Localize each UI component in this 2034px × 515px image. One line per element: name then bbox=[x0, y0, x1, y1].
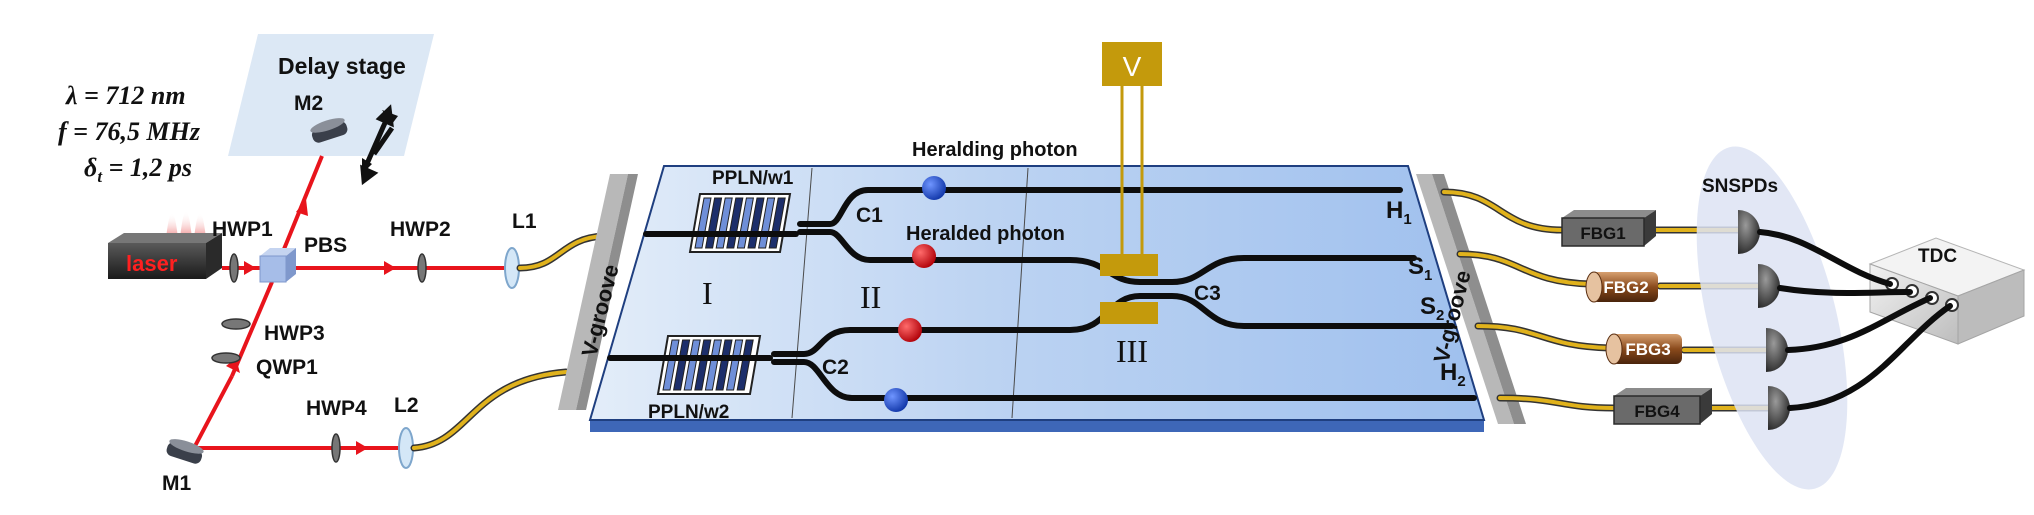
hwp2-label: HWP2 bbox=[390, 218, 451, 241]
poling-stripe bbox=[736, 339, 754, 391]
beam-arrows bbox=[226, 199, 396, 455]
l2-label: L2 bbox=[394, 394, 419, 417]
poling-stripe bbox=[694, 339, 712, 391]
delay-stage-label: Delay stage bbox=[278, 53, 406, 79]
qwp1-label: QWP1 bbox=[256, 356, 318, 379]
m1-label: M1 bbox=[162, 472, 191, 495]
poling-stripe bbox=[673, 339, 691, 391]
s1-label: S1 bbox=[1408, 253, 1432, 284]
mirror-m1: M1 bbox=[162, 439, 204, 495]
m2-label: M2 bbox=[294, 92, 323, 115]
hwp2: HWP2 bbox=[390, 218, 451, 283]
poling-stripe bbox=[662, 339, 680, 391]
fbg4-label: FBG4 bbox=[1634, 402, 1680, 421]
snspd-2 bbox=[1758, 264, 1780, 308]
snspd-1 bbox=[1738, 210, 1760, 254]
heralded-photon-label: Heralded photon bbox=[906, 223, 1065, 245]
voltage-electrode: V bbox=[1100, 42, 1162, 324]
laser-pulses bbox=[166, 211, 206, 238]
pbs-cube: PBS bbox=[259, 234, 347, 283]
h1-label: H1 bbox=[1386, 197, 1412, 228]
h2-label: H2 bbox=[1440, 359, 1466, 390]
heralding-photon-1 bbox=[922, 176, 946, 200]
hwp1-label: HWP1 bbox=[212, 218, 273, 241]
hwp1: HWP1 bbox=[212, 218, 273, 283]
c3-label: C3 bbox=[1194, 282, 1221, 305]
hwp3-label: HWP3 bbox=[264, 322, 325, 345]
poling-stripe bbox=[704, 339, 722, 391]
wavelength-label: λ = 712 nm bbox=[65, 81, 186, 110]
waveguides bbox=[607, 187, 1477, 401]
translation-arrow-icon bbox=[363, 114, 395, 168]
snspd-3 bbox=[1766, 328, 1788, 372]
heralded-photon-2 bbox=[898, 318, 922, 342]
heralding-photon-2 bbox=[884, 388, 908, 412]
detector-cables bbox=[1757, 229, 1953, 411]
source-parameters: λ = 712 nm f = 76,5 MHz δt = 1,2 ps bbox=[58, 81, 201, 186]
fbg1-label: FBG1 bbox=[1580, 224, 1625, 243]
voltage-label: V bbox=[1123, 51, 1142, 82]
fbg2-label: FBG2 bbox=[1603, 278, 1648, 297]
snspd-4 bbox=[1768, 386, 1790, 430]
pbs-label: PBS bbox=[304, 234, 347, 257]
c1-label: C1 bbox=[856, 204, 883, 227]
snspd-detectors bbox=[1738, 210, 1790, 430]
qwp1: QWP1 bbox=[211, 352, 318, 379]
heralded-photon-1 bbox=[912, 244, 936, 268]
poling-stripe bbox=[683, 339, 701, 391]
pulse-width-label: δt = 1,2 ps bbox=[84, 153, 192, 186]
region-2-label: II bbox=[860, 279, 881, 315]
s2-label: S2 bbox=[1420, 293, 1444, 324]
mirror-m2: M2 bbox=[294, 92, 398, 186]
snspds-label: SNSPDs bbox=[1702, 176, 1778, 197]
fbg2: FBG2 bbox=[1585, 271, 1658, 303]
c2-label: C2 bbox=[822, 356, 849, 379]
fbg3: FBG3 bbox=[1605, 333, 1682, 365]
heralding-photon-label: Heralding photon bbox=[912, 139, 1078, 161]
fbg1: FBG1 bbox=[1561, 210, 1656, 247]
ppln-w2: PPLN/w2 bbox=[648, 335, 762, 423]
poling-stripe bbox=[726, 339, 744, 391]
l1-label: L1 bbox=[512, 210, 537, 233]
fbg4: FBG4 bbox=[1613, 388, 1712, 425]
output-port-labels: H1 S1 S2 H2 bbox=[1386, 197, 1466, 390]
region-3-label: III bbox=[1116, 333, 1148, 369]
lens-l1: L1 bbox=[504, 210, 537, 289]
hwp3: HWP3 bbox=[221, 318, 325, 345]
fbg3-label: FBG3 bbox=[1625, 340, 1670, 359]
region-1-label: I bbox=[702, 275, 713, 311]
rep-rate-label: f = 76,5 MHz bbox=[58, 117, 201, 146]
lens-l2: L2 bbox=[394, 394, 419, 469]
input-fibers bbox=[410, 232, 608, 452]
hwp4-label: HWP4 bbox=[306, 397, 367, 420]
poling-stripe bbox=[715, 339, 733, 391]
hwp4: HWP4 bbox=[306, 397, 367, 463]
tdc-label: TDC bbox=[1918, 246, 1957, 267]
ppln-w1-label: PPLN/w1 bbox=[712, 168, 794, 189]
laser: laser bbox=[108, 233, 222, 279]
ppln-w2-label: PPLN/w2 bbox=[648, 402, 729, 423]
laser-label: laser bbox=[126, 251, 178, 276]
